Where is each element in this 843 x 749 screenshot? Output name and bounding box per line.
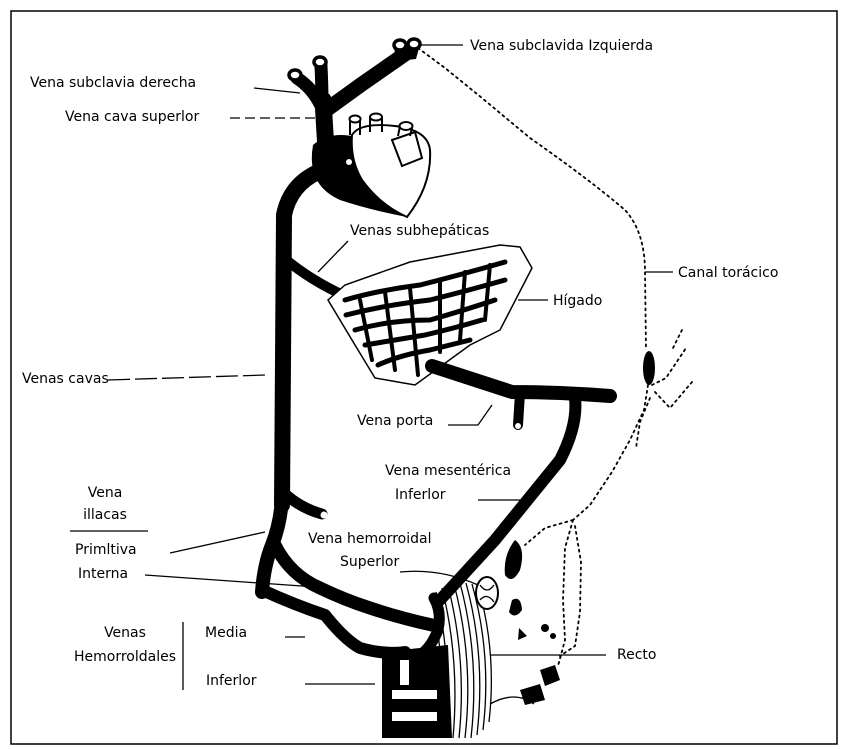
- portal-branch-opening: [515, 423, 521, 429]
- label-iliacas: illacas: [83, 507, 127, 523]
- rectal-base-gap: [400, 660, 409, 685]
- lymph-branch: [525, 520, 573, 545]
- label-subclavia-derecha: Vena subclavia derecha: [30, 75, 196, 91]
- label-hemorroidales: Hemorroldales: [74, 649, 176, 665]
- aorta-opening: [400, 122, 413, 130]
- pointer-line: [108, 375, 266, 380]
- lymph-node: [520, 684, 545, 705]
- rectal-base-gap: [392, 690, 437, 699]
- pointer-line: [448, 405, 492, 425]
- label-inferior: Inferlor: [206, 673, 257, 689]
- left-subclavian-opening: [408, 39, 420, 49]
- label-canal-toracico: Canal torácico: [678, 265, 778, 281]
- right-subclavian-opening: [314, 57, 326, 67]
- label-vena-porta: Vena porta: [357, 413, 433, 429]
- label-venas-hemorroidales: Venas: [104, 625, 146, 641]
- pointer-line: [254, 88, 300, 93]
- label-subclavia-izquierda: Vena subclavida Izquierda: [470, 38, 653, 54]
- atrium-opening: [346, 159, 352, 165]
- label-recto: Recto: [617, 647, 656, 663]
- lymph-branch: [573, 385, 648, 520]
- arrow-icon: [518, 628, 527, 640]
- label-subhepaticas: Venas subhepáticas: [350, 223, 489, 239]
- left-subclavian-trunk: [326, 52, 408, 110]
- label-vena-hemorroidal: Vena hemorroidal: [308, 531, 431, 547]
- portal-vein-branch: [518, 393, 520, 425]
- lymph-branch: [655, 382, 692, 408]
- vena-cava-trunk: [282, 172, 318, 505]
- label-iliacas-vena: Vena: [88, 485, 123, 501]
- label-primitiva: Primltiva: [75, 542, 137, 558]
- side-branch-opening: [321, 512, 328, 519]
- lymph-branch: [558, 520, 573, 666]
- label-interna: Interna: [78, 566, 128, 582]
- label-higado: Hígado: [553, 293, 602, 309]
- cava-side-branch: [283, 492, 322, 514]
- label-media: Media: [205, 625, 247, 641]
- lymph-node: [509, 599, 522, 616]
- superior-hemorrhoidal-node: [476, 577, 498, 609]
- lymph-node: [550, 633, 556, 639]
- lymph-branch: [652, 348, 686, 385]
- left-subclavian-opening: [394, 40, 406, 50]
- lymph-node: [505, 540, 522, 579]
- label-mesenterica-inferior: Inferlor: [395, 487, 446, 503]
- label-venas-cavas: Venas cavas: [22, 371, 109, 387]
- lymph-node: [541, 624, 549, 632]
- rectal-base-gap: [392, 712, 437, 721]
- pointer-line: [318, 241, 348, 272]
- label-hemorroidal-superior: Superlor: [340, 554, 399, 570]
- pointer-line: [170, 532, 265, 553]
- lymph-branch: [672, 330, 682, 350]
- label-mesenterica: Vena mesentérica: [385, 463, 511, 479]
- right-subclavian-opening: [289, 70, 301, 80]
- aorta-opening: [350, 116, 361, 123]
- lymph-branch: [636, 398, 650, 448]
- lymph-nodes: [490, 540, 560, 705]
- subhepatic-vein: [284, 258, 345, 296]
- aorta-opening: [370, 114, 382, 121]
- left-subclavian-vein: [326, 39, 421, 110]
- thoracic-duct-cistern: [643, 351, 655, 385]
- label-cava-superior: Vena cava superlor: [65, 109, 199, 125]
- lymph-node: [540, 665, 560, 686]
